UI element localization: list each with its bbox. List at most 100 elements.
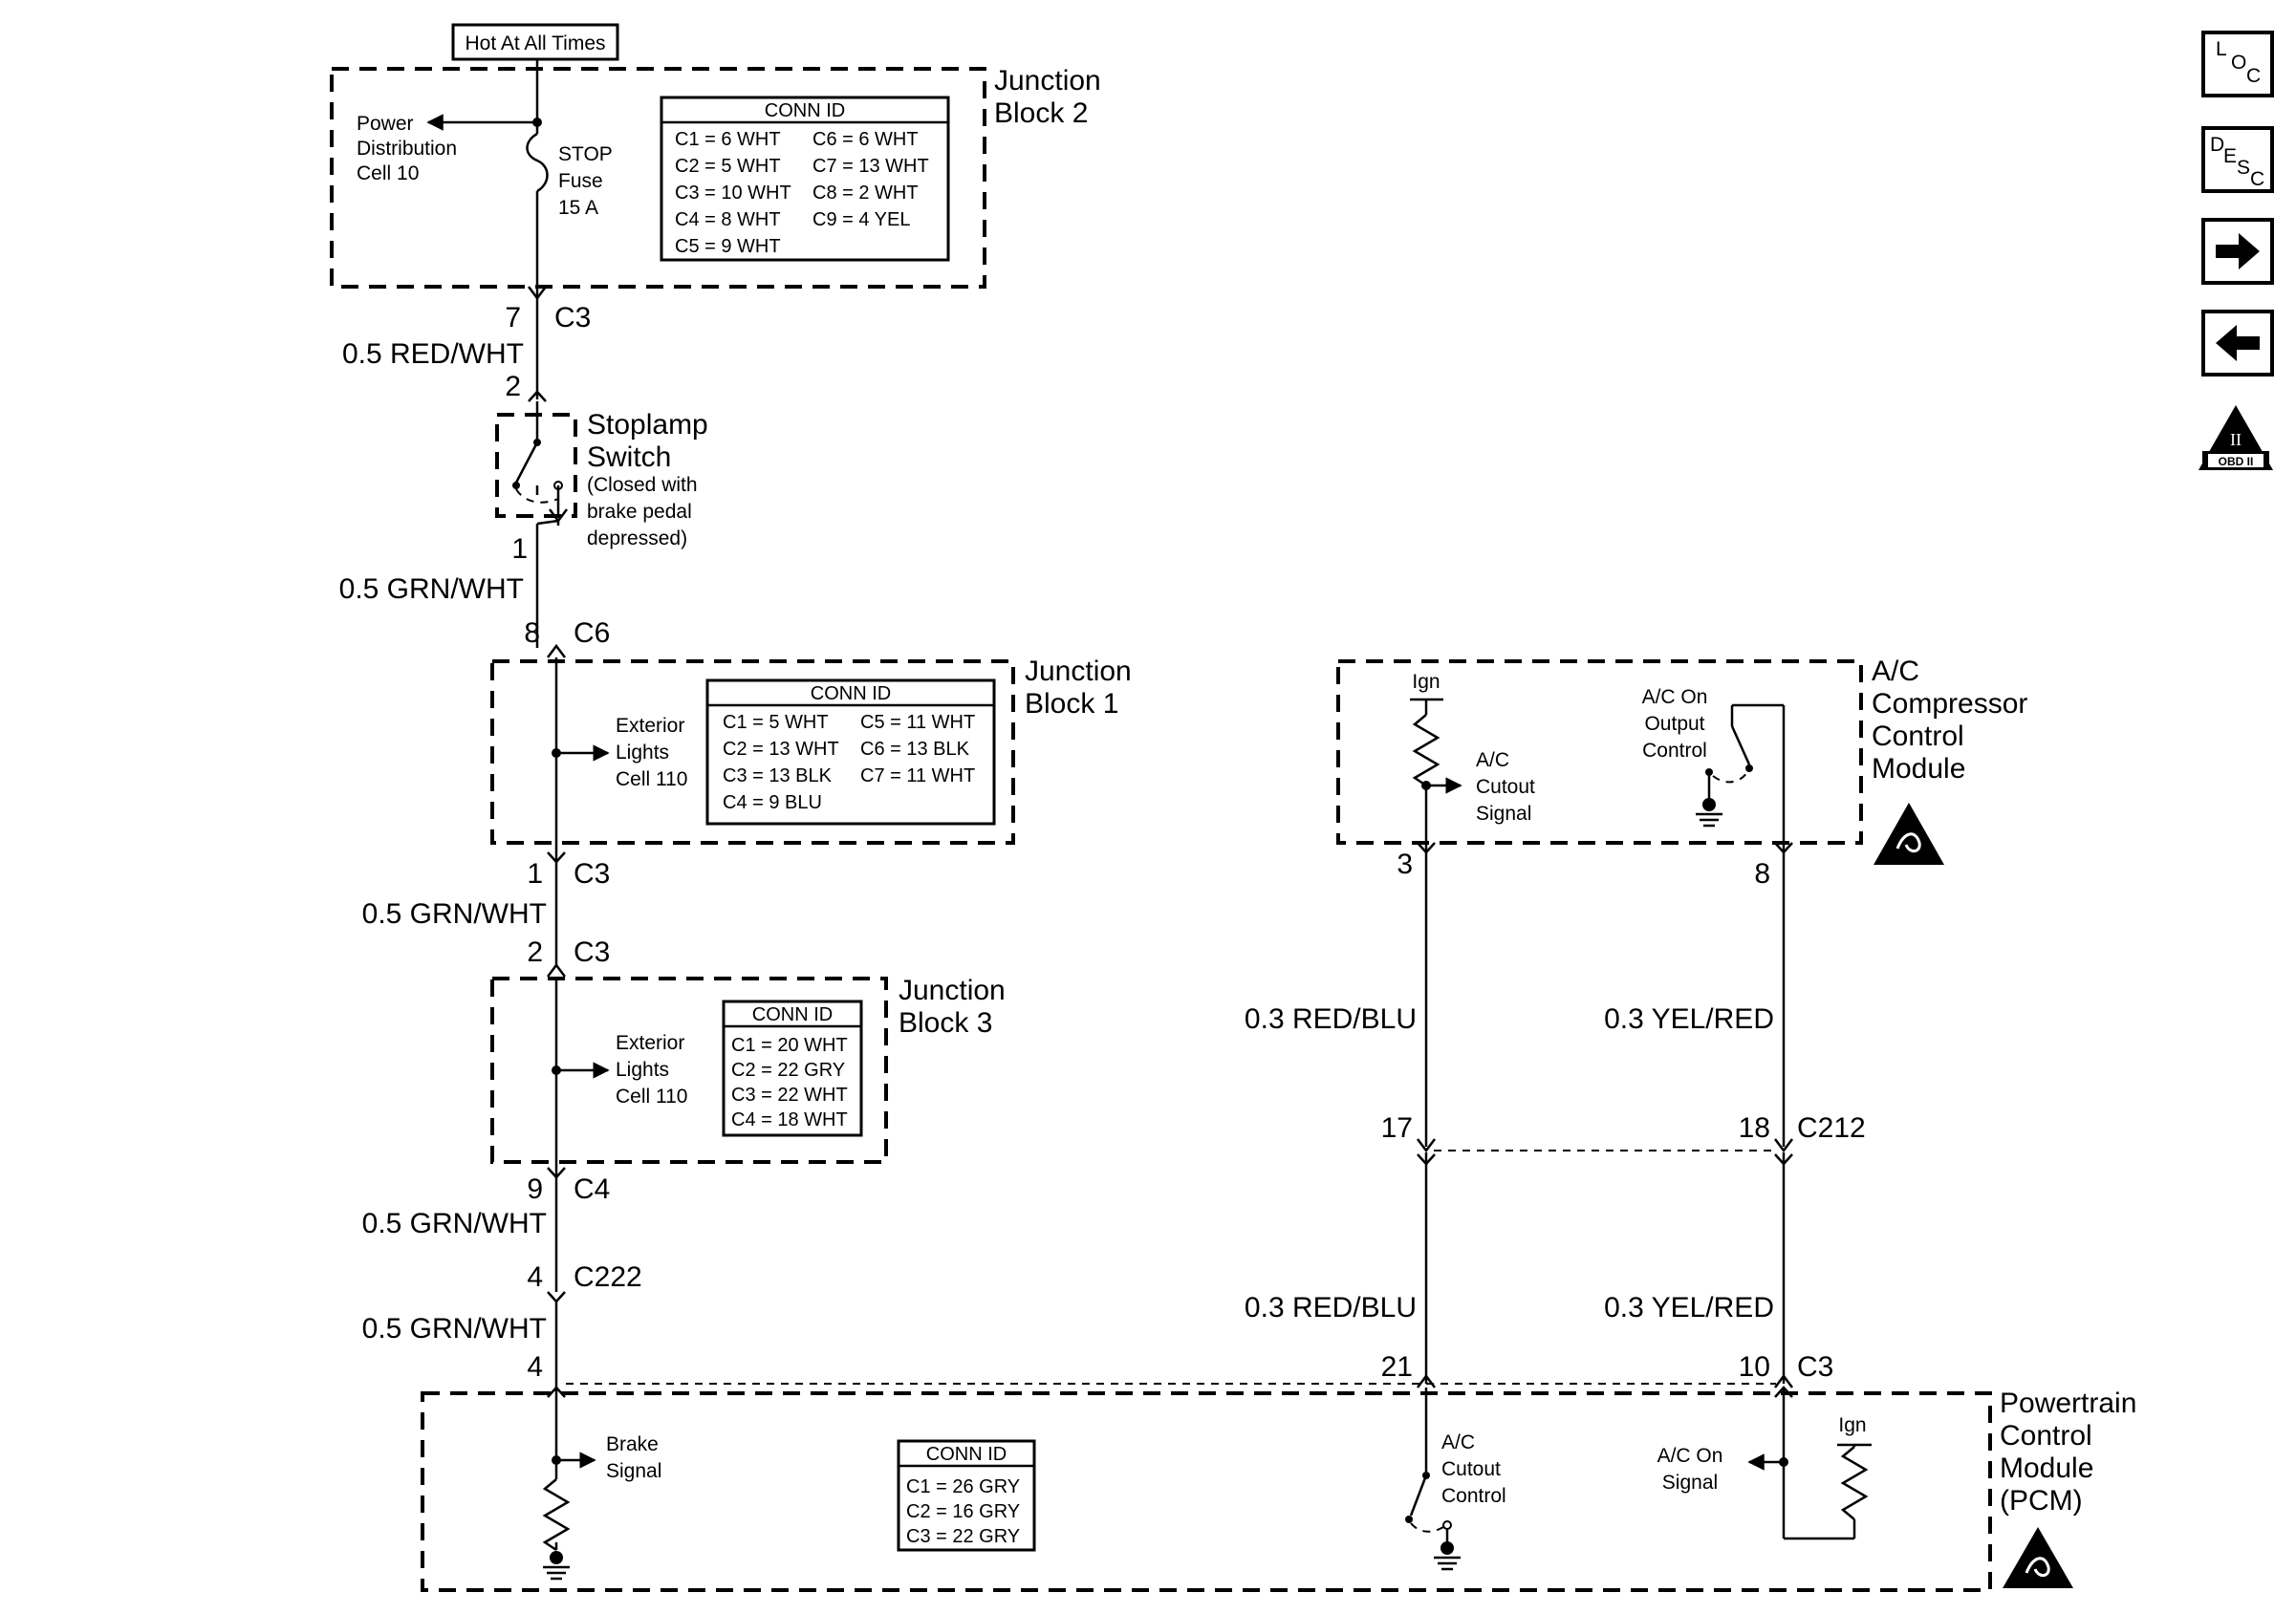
svg-text:15 A: 15 A — [558, 197, 598, 219]
svg-text:0.3 YEL/RED: 0.3 YEL/RED — [1604, 1003, 1774, 1035]
svg-text:0.5 GRN/WHT: 0.5 GRN/WHT — [362, 1208, 547, 1239]
svg-text:A/C On: A/C On — [1657, 1445, 1723, 1467]
svg-text:C: C — [2246, 65, 2261, 87]
svg-text:C3 = 10 WHT: C3 = 10 WHT — [675, 183, 791, 204]
svg-text:0.5 GRN/WHT: 0.5 GRN/WHT — [362, 1313, 547, 1345]
junction-block-2: Junction Block 2 Power Distribution Cell… — [330, 59, 1101, 289]
svg-text:Module: Module — [1872, 753, 1965, 785]
svg-text:C3 = 22 GRY: C3 = 22 GRY — [906, 1526, 1020, 1547]
arrow-left-icon — [2216, 325, 2260, 361]
svg-text:18: 18 — [1739, 1112, 1770, 1144]
jb1-conn-id-table: CONN ID C1 = 5 WHT C2 = 13 WHT C3 = 13 B… — [705, 678, 996, 826]
svg-text:0.5 GRN/WHT: 0.5 GRN/WHT — [339, 573, 524, 605]
powertrain-control-module: Powertrain Control Module (PCM) Brake Si… — [421, 1386, 2136, 1592]
svg-text:8: 8 — [1754, 858, 1770, 890]
svg-text:C2 = 22 GRY: C2 = 22 GRY — [731, 1060, 845, 1081]
svg-text:1: 1 — [511, 533, 528, 565]
svg-text:Lights: Lights — [616, 742, 669, 764]
svg-text:CONN ID: CONN ID — [765, 100, 845, 121]
svg-text:9: 9 — [527, 1173, 543, 1205]
svg-text:0.3 RED/BLU: 0.3 RED/BLU — [1245, 1292, 1417, 1323]
svg-text:7: 7 — [505, 302, 521, 334]
svg-text:3: 3 — [1397, 849, 1413, 880]
svg-text:II: II — [2230, 430, 2242, 449]
ac-compressor-control-module: A/C Compressor Control Module Ign A/C Cu… — [1336, 656, 2027, 865]
wire-yel-red: 8 0.3 YEL/RED 18 C212 0.3 YEL/RED 10 C3 — [1604, 842, 1866, 1388]
svg-text:17: 17 — [1381, 1112, 1413, 1144]
svg-text:Signal: Signal — [1476, 803, 1531, 825]
svg-text:D: D — [2210, 134, 2224, 156]
svg-text:Ign: Ign — [1838, 1414, 1866, 1436]
svg-text:(PCM): (PCM) — [2000, 1485, 2083, 1517]
stop-fuse-icon — [526, 132, 549, 193]
svg-text:C212: C212 — [1797, 1112, 1866, 1144]
svg-text:C5 = 9 WHT: C5 = 9 WHT — [675, 236, 781, 257]
svg-text:Block 3: Block 3 — [899, 1007, 992, 1039]
prev-page-button[interactable] — [2201, 310, 2274, 377]
svg-text:C: C — [2250, 168, 2264, 190]
svg-text:Output: Output — [1644, 713, 1704, 735]
svg-text:C7 = 11 WHT: C7 = 11 WHT — [860, 765, 975, 786]
svg-text:Stoplamp: Stoplamp — [587, 409, 708, 441]
arrow-right-icon — [2216, 233, 2260, 269]
svg-text:C5 = 11 WHT: C5 = 11 WHT — [860, 712, 975, 733]
svg-text:C4 = 8 WHT: C4 = 8 WHT — [675, 209, 781, 230]
svg-text:1: 1 — [527, 858, 543, 890]
svg-text:Block 1: Block 1 — [1025, 688, 1118, 720]
desc-button[interactable]: D E S C — [2201, 126, 2274, 193]
svg-text:C222: C222 — [574, 1261, 642, 1293]
svg-text:0.3 YEL/RED: 0.3 YEL/RED — [1604, 1292, 1774, 1323]
svg-text:C6: C6 — [574, 617, 610, 649]
obd-ii-button[interactable]: II OBD II — [2199, 405, 2273, 470]
svg-text:L: L — [2216, 38, 2227, 60]
jb2-conn-id-table: CONN ID C1 = 6 WHT C2 = 5 WHT C3 = 10 WH… — [660, 96, 950, 262]
svg-text:C6 = 6 WHT: C6 = 6 WHT — [812, 129, 919, 150]
svg-text:Junction: Junction — [1025, 656, 1132, 687]
svg-text:E: E — [2223, 145, 2237, 167]
svg-text:0.3 RED/BLU: 0.3 RED/BLU — [1245, 1003, 1417, 1035]
ground-icon — [1696, 798, 1722, 828]
svg-text:depressed): depressed) — [587, 527, 687, 549]
svg-text:C9 = 4 YEL: C9 = 4 YEL — [812, 209, 910, 230]
svg-text:A/C On: A/C On — [1642, 686, 1708, 708]
svg-text:C4 = 9 BLU: C4 = 9 BLU — [723, 792, 822, 813]
next-page-button[interactable] — [2201, 218, 2274, 285]
svg-text:brake pedal: brake pedal — [587, 501, 692, 523]
svg-text:Junction: Junction — [899, 975, 1006, 1006]
wire-grn-wht-2: 1 C3 0.5 GRN/WHT 2 C3 — [362, 851, 610, 978]
svg-text:Hot At All Times: Hot At All Times — [465, 32, 605, 54]
wire-grn-wht-1: 1 0.5 GRN/WHT 8 C6 — [339, 524, 610, 658]
svg-text:C3: C3 — [554, 302, 591, 334]
svg-text:4: 4 — [527, 1351, 543, 1383]
wire-grn-wht-3: 9 C4 0.5 GRN/WHT 4 C222 — [362, 1167, 642, 1303]
svg-text:Cell 110: Cell 110 — [616, 1086, 688, 1108]
svg-text:C1 = 5 WHT: C1 = 5 WHT — [723, 712, 829, 733]
svg-text:C8 = 2 WHT: C8 = 2 WHT — [812, 183, 919, 204]
esd-warning-icon — [2003, 1527, 2073, 1588]
svg-text:Cell 110: Cell 110 — [616, 768, 688, 790]
esd-warning-icon — [1874, 803, 1944, 865]
svg-text:Lights: Lights — [616, 1059, 669, 1081]
svg-text:Ign: Ign — [1412, 671, 1440, 693]
svg-text:2: 2 — [527, 936, 543, 968]
svg-text:C1 = 26 GRY: C1 = 26 GRY — [906, 1476, 1020, 1497]
loc-button[interactable]: L O C — [2201, 31, 2274, 97]
svg-text:C2 = 13 WHT: C2 = 13 WHT — [723, 739, 839, 760]
svg-text:Power: Power — [357, 113, 414, 135]
svg-text:C2 = 16 GRY: C2 = 16 GRY — [906, 1501, 1020, 1522]
svg-text:Signal: Signal — [606, 1460, 661, 1482]
svg-text:C3: C3 — [1797, 1351, 1833, 1383]
hot-at-all-times-label: Hot At All Times — [451, 23, 619, 61]
svg-text:Cutout: Cutout — [1476, 776, 1535, 798]
svg-text:Cell 10: Cell 10 — [357, 162, 419, 184]
svg-text:CONN ID: CONN ID — [752, 1004, 833, 1025]
svg-text:21: 21 — [1381, 1351, 1413, 1383]
junction-block-1: Junction Block 1 Exterior Lights Cell 11… — [490, 656, 1132, 852]
svg-text:C1 = 6 WHT: C1 = 6 WHT — [675, 129, 781, 150]
wire-red-wht: 7 C3 0.5 RED/WHT 2 — [342, 286, 591, 402]
svg-text:C3: C3 — [574, 936, 610, 968]
svg-text:Brake: Brake — [606, 1433, 659, 1455]
ground-icon — [543, 1551, 570, 1581]
svg-text:CONN ID: CONN ID — [811, 683, 891, 704]
